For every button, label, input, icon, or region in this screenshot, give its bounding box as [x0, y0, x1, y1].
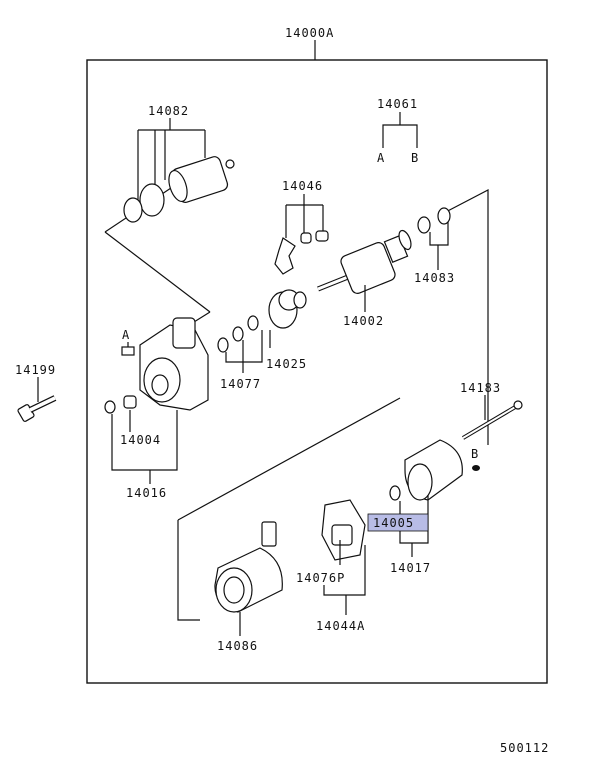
label-14002: 14002: [343, 314, 384, 328]
footer-code: 500112: [500, 741, 549, 755]
label-14061-b: B: [411, 151, 419, 165]
bushing-14005: [389, 485, 401, 501]
label-14046: 14046: [282, 179, 323, 193]
label-14025: 14025: [266, 357, 307, 371]
group-outline-2: [104, 231, 211, 313]
bolt-a[interactable]: [121, 346, 135, 356]
label-14005[interactable]: 14005: [373, 516, 414, 530]
armature-part[interactable]: [317, 229, 413, 295]
label-14082: 14082: [148, 104, 189, 118]
label-assembly: 14000A: [285, 26, 334, 40]
label-14086: 14086: [217, 639, 258, 653]
bolt-14199-part[interactable]: [17, 395, 57, 422]
label-14183: 14183: [460, 381, 501, 395]
washer-14083-a[interactable]: [417, 216, 431, 234]
screw-b[interactable]: [472, 465, 480, 471]
bushing-14004[interactable]: [123, 395, 137, 409]
label-14044A: 14044A: [316, 619, 365, 633]
brush-spring: [261, 521, 277, 547]
solenoid-washer-1: [139, 183, 165, 217]
washer-14083-b[interactable]: [437, 207, 451, 225]
brush-holder-part[interactable]: [321, 499, 366, 561]
group-outline-4: [439, 189, 489, 445]
label-14077: 14077: [220, 377, 261, 391]
group-outline-5: [177, 397, 401, 521]
solenoid-washer-2: [123, 197, 143, 223]
label-a: A: [122, 328, 130, 342]
label-14199: 14199: [15, 363, 56, 377]
label-14004: 14004: [120, 433, 161, 447]
highlight-14005: [367, 513, 429, 532]
label-14083: 14083: [414, 271, 455, 285]
shift-lever-part[interactable]: [274, 230, 329, 275]
group-outline-6: [177, 520, 200, 621]
yoke-part[interactable]: [389, 439, 463, 501]
solenoid-part[interactable]: [123, 155, 235, 223]
washer-14077-b[interactable]: [232, 326, 244, 342]
label-14061-a: A: [377, 151, 385, 165]
washer-14077-a[interactable]: [217, 337, 229, 353]
label-b: B: [471, 447, 479, 461]
washer-14077-c[interactable]: [247, 315, 259, 331]
label-14061: 14061: [377, 97, 418, 111]
washer-14016[interactable]: [104, 400, 116, 414]
rear-cover-part[interactable]: [214, 521, 283, 613]
through-bolt-part[interactable]: [461, 400, 523, 440]
label-14076P: 14076P: [296, 571, 345, 585]
assembly-frame: [86, 59, 548, 684]
label-14016: 14016: [126, 486, 167, 500]
label-14017: 14017: [390, 561, 431, 575]
pinion-gear-part[interactable]: [268, 289, 307, 329]
front-housing-part[interactable]: [139, 317, 209, 411]
